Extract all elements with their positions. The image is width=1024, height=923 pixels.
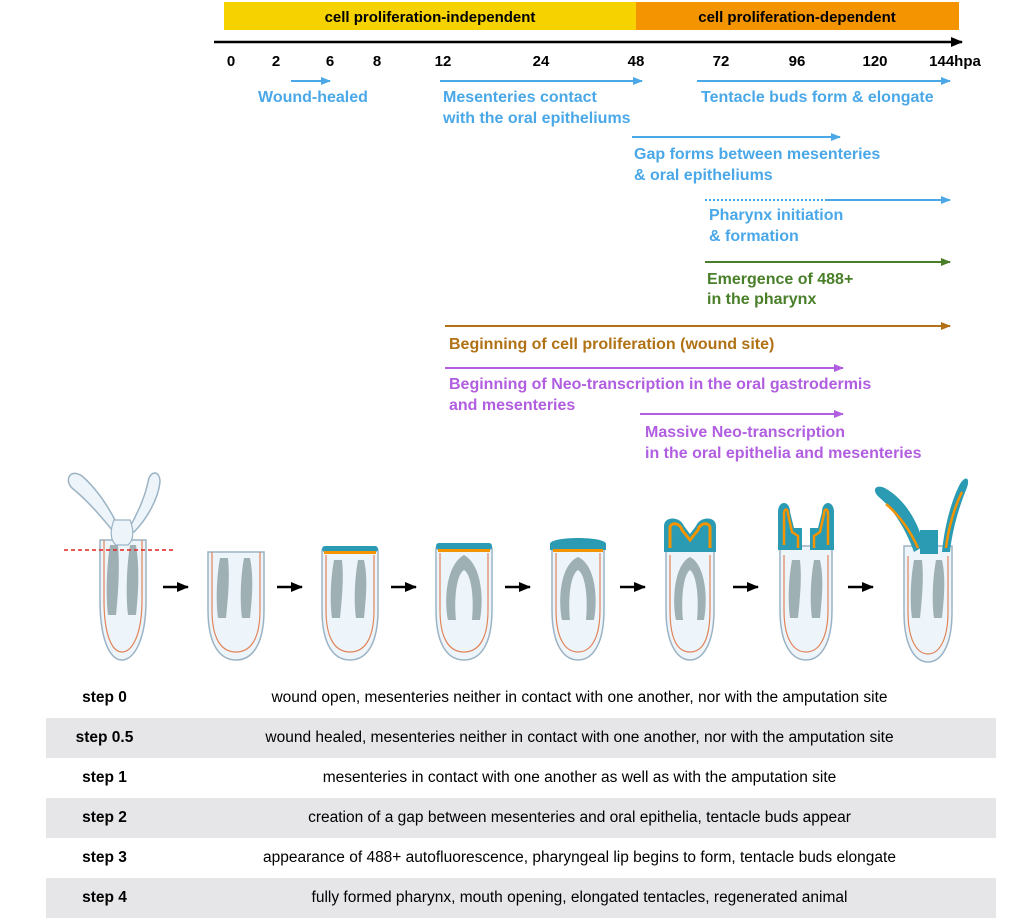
- step-row: step 0.5 wound healed, mesenteries neith…: [46, 718, 996, 758]
- stage-0-body: [207, 551, 265, 661]
- stage-4-body: [778, 503, 834, 661]
- phase-label-independent: cell proliferation-independent: [325, 9, 536, 26]
- tick-label: 6: [326, 53, 334, 70]
- tick-label: 72: [713, 53, 730, 70]
- phase-bar-independent: [224, 2, 636, 30]
- step-name: step 2: [82, 809, 127, 826]
- stage-1-body: [435, 543, 493, 661]
- step-description: wound healed, mesenteries neither in con…: [265, 729, 894, 746]
- event-gap-forms: Gap forms between mesenteries: [634, 146, 880, 163]
- event-neo-transcription: Beginning of Neo-transcription in the or…: [449, 376, 871, 393]
- step-description: mesenteries in contact with one another …: [322, 769, 837, 786]
- step-row: step 3 appearance of 488+ autofluorescen…: [46, 838, 996, 878]
- event-mesenteries-contact-2: with the oral epitheliums: [442, 110, 631, 127]
- event-neo-transcription-2: and mesenteries: [449, 397, 575, 414]
- step-row: step 1 mesenteries in contact with one a…: [46, 758, 996, 798]
- stage-final-regenerated-animal: [874, 478, 969, 663]
- step-name: step 0.5: [75, 729, 134, 746]
- tick-label: 12: [435, 53, 452, 70]
- stage-0-intact-animal: [64, 472, 176, 661]
- phase-label-dependent: cell proliferation-dependent: [698, 9, 896, 26]
- step-description: fully formed pharynx, mouth opening, elo…: [311, 889, 848, 906]
- event-emergence-2: in the pharynx: [707, 291, 816, 308]
- step-row: step 0 wound open, mesenteries neither i…: [46, 678, 996, 718]
- tick-label: 48: [628, 53, 645, 70]
- step-name: step 4: [82, 889, 127, 906]
- step-description: wound open, mesenteries neither in conta…: [271, 689, 888, 706]
- step-name: step 3: [82, 849, 127, 866]
- event-emergence: Emergence of 488+: [707, 271, 853, 288]
- step-description: appearance of 488+ autofluorescence, pha…: [263, 849, 896, 866]
- tick-label: 96: [789, 53, 806, 70]
- event-pharynx: Pharynx initiation: [709, 207, 843, 224]
- event-pharynx-2: & formation: [709, 228, 799, 245]
- phase-bar-dependent: [636, 2, 959, 30]
- tick-label: 24: [533, 53, 550, 70]
- step-description: creation of a gap between mesenteries an…: [308, 809, 851, 826]
- event-tentacle-buds: Tentacle buds form & elongate: [701, 89, 934, 106]
- event-wound-healed: Wound-healed: [258, 89, 368, 106]
- step-name: step 1: [82, 769, 127, 786]
- tick-label: 2: [272, 53, 280, 70]
- stage-3-body: [664, 518, 716, 661]
- tick-label: 120: [862, 53, 887, 70]
- event-proliferation: Beginning of cell proliferation (wound s…: [449, 336, 774, 353]
- tick-label: 8: [373, 53, 381, 70]
- stage-2-body: [550, 538, 606, 661]
- stage-0-5-body: [321, 546, 379, 661]
- event-mesenteries-contact: Mesenteries contact: [443, 89, 598, 106]
- step-row: step 4 fully formed pharynx, mouth openi…: [46, 878, 996, 918]
- event-massive-neo-2: in the oral epithelia and mesenteries: [645, 445, 922, 462]
- tick-label: 144hpa: [929, 53, 981, 70]
- event-massive-neo: Massive Neo-transcription: [645, 424, 845, 441]
- event-gap-forms-2: & oral epitheliums: [634, 167, 773, 184]
- step-row: step 2 creation of a gap between mesente…: [46, 798, 996, 838]
- step-name: step 0: [82, 689, 127, 706]
- steps-table: step 0 wound open, mesenteries neither i…: [46, 678, 996, 918]
- regeneration-diagram: cell proliferation-independent cell prol…: [64, 2, 982, 663]
- tick-label: 0: [227, 53, 235, 70]
